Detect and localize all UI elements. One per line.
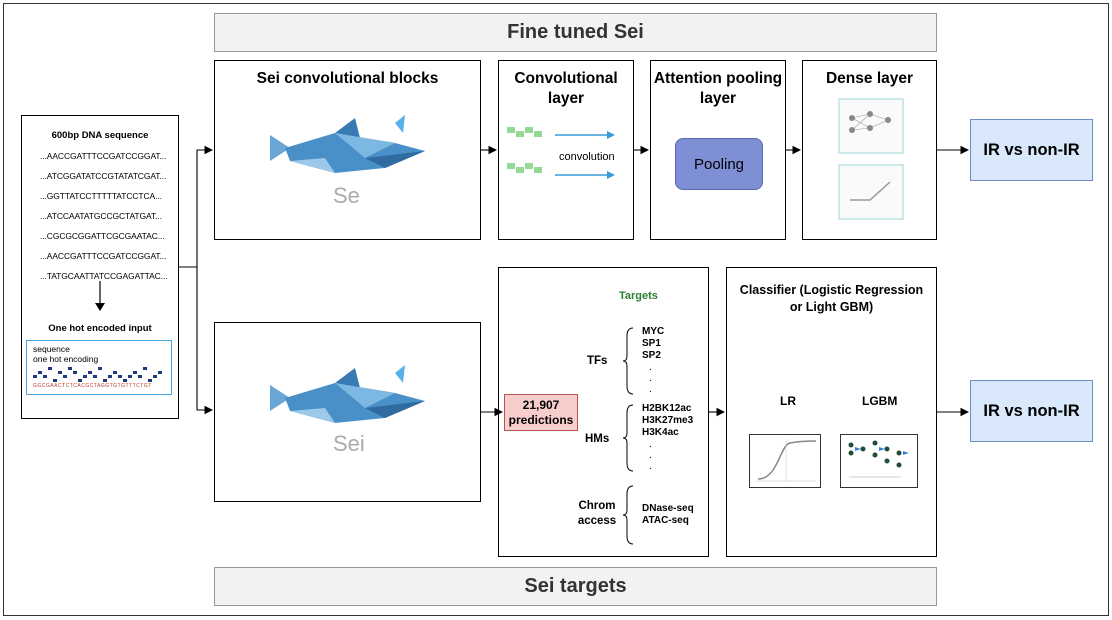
one-hot-matrix-icon xyxy=(33,367,162,382)
shark-logo-icon xyxy=(270,115,425,173)
output-ir-bottom: IR vs non-IR xyxy=(970,380,1093,442)
hm-item: H3K27me3 xyxy=(642,415,694,426)
attention-pooling-box: Attention pooling layer Pooling xyxy=(650,60,786,240)
sei-model-box: Sei xyxy=(214,322,481,502)
bottom-banner: Sei targets xyxy=(214,567,937,606)
sigmoid-curve-icon xyxy=(756,439,817,482)
shark-logo-icon xyxy=(270,365,425,423)
hm-item: H3K4ac xyxy=(642,427,679,438)
arrow-to-sei xyxy=(196,267,214,415)
tree-boosting-icon xyxy=(848,440,909,478)
diagram-frame xyxy=(3,3,1109,616)
sei-conv-title: Sei convolutional blocks xyxy=(256,70,439,87)
chrom-label-2: access xyxy=(577,515,617,527)
tfs-label: TFs xyxy=(587,355,608,367)
sei-conv-blocks: Sei convolutional blocks Se xyxy=(214,60,481,240)
pooling-block: Pooling xyxy=(675,138,763,190)
neural-net-icon xyxy=(849,111,891,133)
sei-logo-text-bottom: Sei xyxy=(333,431,365,456)
relu-curve-icon xyxy=(850,181,891,201)
brace-icon xyxy=(623,404,634,472)
one-hot-bases: GGCGAACTCTCACGCTAGGTGTGTTTCTGT xyxy=(33,383,152,389)
conv-layer-title: Convolutional layer xyxy=(514,70,618,107)
dense-layer-box: Dense layer xyxy=(802,60,937,240)
convolution-label: convolution xyxy=(559,151,615,163)
output-ir-top: IR vs non-IR xyxy=(970,119,1093,181)
dense-network-icon xyxy=(838,98,904,154)
one-hot-box: sequence one hot encoding GGCGAACTCTCACG… xyxy=(26,340,172,395)
conv-layer-box: Convolutional layer convolution xyxy=(498,60,634,240)
lr-label: LR xyxy=(780,394,796,408)
chrom-label-1: Chrom xyxy=(578,500,616,512)
brace-icon xyxy=(623,327,634,395)
hm-item: H2BK12ac xyxy=(642,403,692,414)
top-banner: Fine tuned Sei xyxy=(214,13,937,52)
hms-label: HMs xyxy=(585,433,610,445)
attention-pooling-title: Attention pooling layer xyxy=(653,70,783,107)
input-title: 600bp DNA sequence xyxy=(51,130,149,141)
chrom-item: DNase-seq xyxy=(642,503,694,514)
one-hot-line2: one hot encoding xyxy=(33,354,99,364)
classifier-box: Classifier (Logistic Regression or Light… xyxy=(726,267,937,557)
dna-sequence: ...TATGCAATTATCCGAGATTAC... xyxy=(40,271,168,281)
one-hot-line1: sequence xyxy=(33,344,70,354)
classifier-title: Classifier (Logistic Regression or Light… xyxy=(739,283,924,314)
lr-plot-icon xyxy=(749,434,821,488)
one-hot-title: One hot encoded input xyxy=(48,323,152,334)
dense-layer-title: Dense layer xyxy=(825,70,914,87)
chrom-access-label: Chrom access xyxy=(575,499,619,529)
convolution-icon xyxy=(507,127,615,179)
tf-item: SP2 xyxy=(642,350,661,361)
dna-sequence: ...GGTTATCCTTTTTATCCTCA... xyxy=(40,191,162,201)
sei-logo-text-top: Se xyxy=(333,183,360,208)
tf-item: SP1 xyxy=(642,338,661,349)
down-arrow-icon xyxy=(95,281,105,311)
dna-sequence: ...ATCGGATATCCGTATATCGAT... xyxy=(40,171,167,181)
lgbm-label: LGBM xyxy=(862,394,898,408)
arrow-to-conv-blocks xyxy=(179,145,214,268)
input-panel: 600bp DNA sequence ...AACCGATTTCCGATCCGG… xyxy=(21,115,179,419)
activation-icon xyxy=(838,164,904,220)
dna-sequence: ...AACCGATTTCCGATCCGGAT... xyxy=(40,251,167,261)
brace-icon xyxy=(623,485,634,545)
dna-sequence: ...CGCGCGGATTCGCGAATAC... xyxy=(40,231,165,241)
dna-sequence: ...AACCGATTTCCGATCCGGAT... xyxy=(40,151,167,161)
lgbm-plot-icon xyxy=(840,434,918,488)
predictions-box: 21,907 predictions xyxy=(504,394,578,431)
chrom-item: ATAC-seq xyxy=(642,515,689,526)
predictions-label: predictions xyxy=(508,412,574,427)
predictions-count: 21,907 xyxy=(522,397,560,412)
targets-title: Targets xyxy=(619,290,658,302)
dna-sequence: ...ATCCAATATGCCGCTATGAT... xyxy=(40,211,162,221)
tf-item: MYC xyxy=(642,326,665,337)
targets-box: Targets TFs MYC SP1 SP2 ... HMs H2BK12ac… xyxy=(498,267,709,557)
